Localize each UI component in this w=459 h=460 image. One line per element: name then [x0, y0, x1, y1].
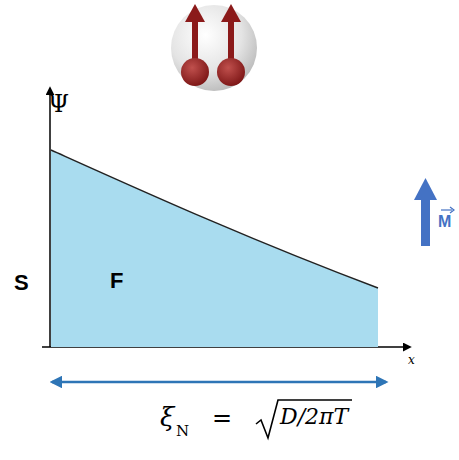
axis-label: x — [408, 354, 415, 366]
cooper-pair — [171, 5, 257, 91]
region-shape — [50, 140, 380, 348]
magnetization-arrow — [414, 178, 454, 246]
region-label: S — [14, 272, 29, 294]
formula-body: D/2πT — [280, 406, 348, 428]
axis-label: Ψ — [48, 92, 69, 116]
formula-sign: = — [212, 406, 232, 430]
region-label: F — [110, 270, 123, 292]
magnetization-label: M — [438, 214, 451, 230]
ferromagnet-region: F — [50, 140, 380, 348]
psi-axis — [49, 88, 51, 347]
formula-symbol: ξ — [160, 404, 174, 430]
spin-arrows — [181, 4, 245, 86]
formula-subscript: N — [176, 424, 189, 439]
sqrt-sign — [256, 400, 352, 438]
length-arrow — [52, 381, 386, 384]
